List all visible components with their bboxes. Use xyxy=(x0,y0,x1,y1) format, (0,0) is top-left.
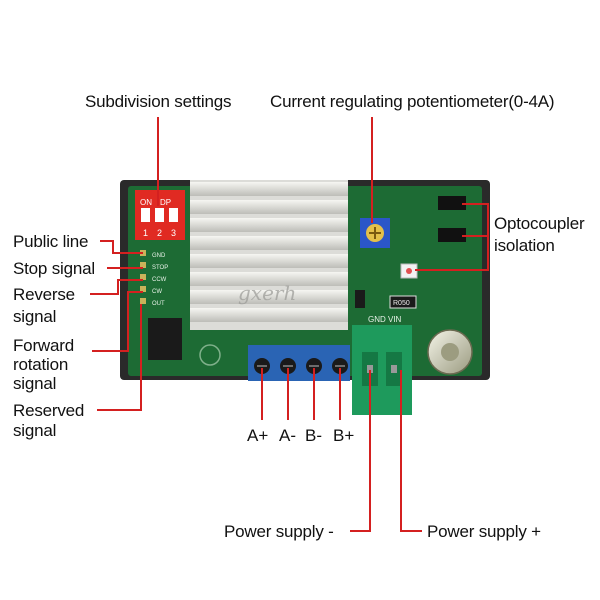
terminal-label-b-minus: B- xyxy=(305,426,322,445)
diode xyxy=(355,290,365,308)
power-terminal-block xyxy=(352,325,412,415)
label-reverse-line2: signal xyxy=(13,307,57,326)
motor-terminal-block xyxy=(248,345,350,381)
board-logo xyxy=(199,344,221,366)
optocoupler-2 xyxy=(438,228,466,242)
power-pins-text: GND VIN xyxy=(368,315,402,324)
dip-num-3: 3 xyxy=(171,228,176,238)
led-dot xyxy=(406,268,412,274)
optocoupler-1 xyxy=(438,196,466,210)
label-optocoupler-line2: isolation xyxy=(494,236,555,255)
dip-switch: ON DP 1 2 3 xyxy=(135,190,185,240)
heatsink: gxerh xyxy=(190,180,348,330)
potentiometer xyxy=(360,218,390,248)
pointer-lines xyxy=(90,117,489,532)
dip-on-text: ON xyxy=(140,198,152,207)
driver-chip xyxy=(148,318,182,360)
label-current-potentiometer: Current regulating potentiometer(0-4A) xyxy=(270,92,555,111)
label-reserved-line2: signal xyxy=(13,421,57,440)
pin-gnd-text: GND xyxy=(152,253,166,259)
label-reserved-line1: Reserved xyxy=(13,401,85,420)
terminal-label-a-minus: A- xyxy=(279,426,296,445)
label-stop-signal: Stop signal xyxy=(13,259,95,278)
watermark-text: gxerh xyxy=(238,281,296,305)
capacitor xyxy=(427,329,473,375)
label-reverse-line1: Reverse xyxy=(13,285,75,304)
pointer-power-minus xyxy=(350,370,371,532)
pin-ccw-text: CCW xyxy=(152,277,167,283)
resistor-text: R050 xyxy=(393,300,410,307)
dip-dp-text: DP xyxy=(160,198,171,207)
label-forward-line1: Forward xyxy=(13,336,74,355)
terminal-label-b-plus: B+ xyxy=(333,426,355,445)
pin-cw-text: CW xyxy=(152,289,162,295)
pointer-reserved-signal xyxy=(97,304,142,411)
terminal-label-a-plus: A+ xyxy=(247,426,269,445)
sense-resistor xyxy=(389,295,417,309)
pin-stop-text: STOP xyxy=(152,265,168,271)
pointer-power-plus xyxy=(400,370,422,532)
label-power-supply-minus: Power supply - xyxy=(224,522,334,541)
pin-out-text: OUT xyxy=(152,301,165,307)
label-subdivision-settings: Subdivision settings xyxy=(85,92,232,111)
dip-num-1: 1 xyxy=(143,228,148,238)
pointer-reverse-signal xyxy=(90,279,143,295)
label-power-supply-plus: Power supply + xyxy=(427,522,541,541)
pointer-public-line xyxy=(100,240,143,254)
label-public-line: Public line xyxy=(13,232,89,251)
pointer-forward-signal xyxy=(92,291,143,352)
label-forward-line2: rotation xyxy=(13,355,69,374)
label-forward-line3: signal xyxy=(13,374,57,393)
label-optocoupler-line1: Optocoupler xyxy=(494,214,585,233)
dip-num-2: 2 xyxy=(157,228,162,238)
